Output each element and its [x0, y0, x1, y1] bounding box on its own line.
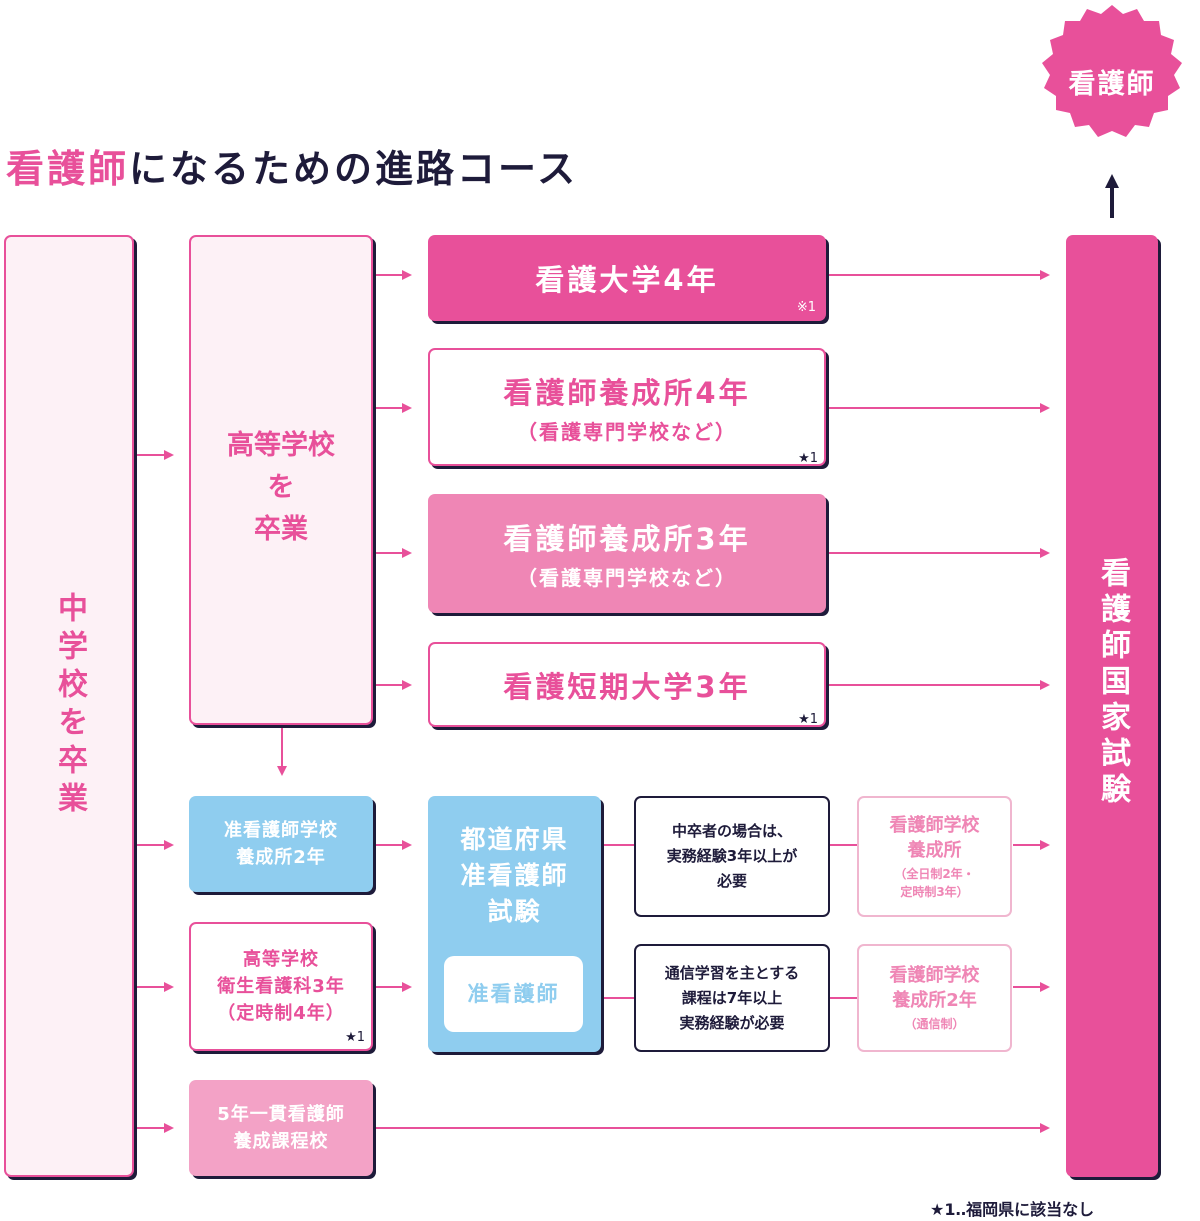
nursing-univ-label: 看護大学4年	[535, 263, 719, 297]
pref-exam-line: 都道府県	[460, 825, 569, 854]
assoc-school-line: 養成所2年	[236, 847, 326, 868]
junior-college-label: 看護短期大学3年	[503, 669, 751, 704]
cond-junior-line: 実務経験3年以上が	[666, 847, 798, 865]
condition-junior-box: 中卒者の場合は、 実務経験3年以上が 必要	[634, 796, 830, 917]
high-school-line: 高等学校	[227, 430, 335, 461]
condition-corr-box: 通信学習を主とする 課程は7年以上 実務経験が必要	[634, 944, 830, 1052]
school-corr-box: 看護師学校 養成所2年 （通信制）	[857, 944, 1012, 1052]
cond-junior-line: 中卒者の場合は、	[671, 822, 792, 840]
school-2yr-line: 看護師学校	[889, 814, 980, 836]
goal-label: 看護師	[1068, 69, 1156, 100]
title-rest: になるための進路コース	[129, 147, 579, 191]
high-school-box: 高等学校 を 卒業	[189, 235, 373, 725]
national-exam-label: 看護師国家試験	[1095, 557, 1130, 809]
training-3yr-label: 看護師養成所3年	[503, 522, 751, 556]
assoc-school-box: 准看護師学校 養成所2年	[189, 796, 373, 892]
assoc-nurse-result: 准看護師	[444, 956, 583, 1032]
school-corr-line: 養成所2年	[892, 990, 977, 1011]
cond-corr-line: 課程は7年以上	[681, 988, 783, 1007]
high-school-line: を	[267, 472, 295, 503]
school-2yr-box: 看護師学校 養成所 （全日制2年・ 定時制3年）	[857, 796, 1012, 917]
hs-health-note: ★1	[345, 1030, 365, 1045]
national-exam-box: 看護師国家試験	[1066, 235, 1158, 1177]
junior-college-note: ★1	[798, 712, 818, 727]
junior-college-box: 看護短期大学3年 ★1	[428, 642, 826, 727]
junior-high-label: 中学校を卒業	[52, 592, 87, 820]
school-corr-line: 看護師学校	[889, 965, 980, 986]
cond-junior-line: 必要	[716, 872, 747, 890]
hs-health-line: 衛生看護科3年	[217, 976, 345, 997]
assoc-school-line: 准看護師学校	[224, 820, 338, 841]
training-4yr-label: 看護師養成所4年	[503, 375, 751, 410]
cond-corr-line: 通信学習を主とする	[664, 963, 800, 982]
hs-health-line: 高等学校	[243, 949, 319, 970]
five-year-box: 5年一貫看護師 養成課程校	[189, 1080, 373, 1176]
training-3yr-box: 看護師養成所3年 （看護専門学校など）	[428, 494, 826, 613]
page-title: 看護師になるための進路コース	[6, 138, 578, 193]
school-2yr-sub: 定時制3年）	[900, 884, 969, 899]
nursing-univ-box: 看護大学4年 ※1	[428, 235, 826, 321]
school-corr-sub: （通信制）	[904, 1017, 965, 1031]
pref-exam-line: 試験	[487, 897, 542, 926]
five-year-line: 養成課程校	[233, 1131, 329, 1152]
training-3yr-sub: （看護専門学校など）	[517, 566, 737, 590]
cond-corr-line: 実務経験が必要	[679, 1013, 785, 1032]
school-2yr-line: 養成所	[907, 839, 962, 861]
nursing-univ-note: ※1	[796, 300, 816, 315]
junior-high-box: 中学校を卒業	[4, 235, 134, 1177]
title-accent: 看護師	[6, 147, 130, 191]
training-4yr-sub: （看護専門学校など）	[517, 419, 737, 444]
hs-health-line: （定時制4年）	[217, 1003, 345, 1024]
goal-badge-shape	[1042, 5, 1182, 137]
training-4yr-note: ★1	[798, 451, 818, 466]
pref-exam-line: 准看護師	[460, 861, 569, 890]
five-year-line: 5年一貫看護師	[217, 1104, 345, 1125]
school-2yr-sub: （全日制2年・	[894, 866, 975, 881]
prefectural-exam-box: 都道府県 准看護師 試験 准看護師	[428, 796, 601, 1052]
training-4yr-box: 看護師養成所4年 （看護専門学校など） ★1	[428, 348, 826, 466]
high-school-line: 卒業	[254, 514, 308, 545]
footnote: ★1‥福岡県に該当なし	[930, 1200, 1095, 1219]
hs-health-box: 高等学校 衛生看護科3年 （定時制4年） ★1	[189, 922, 373, 1051]
